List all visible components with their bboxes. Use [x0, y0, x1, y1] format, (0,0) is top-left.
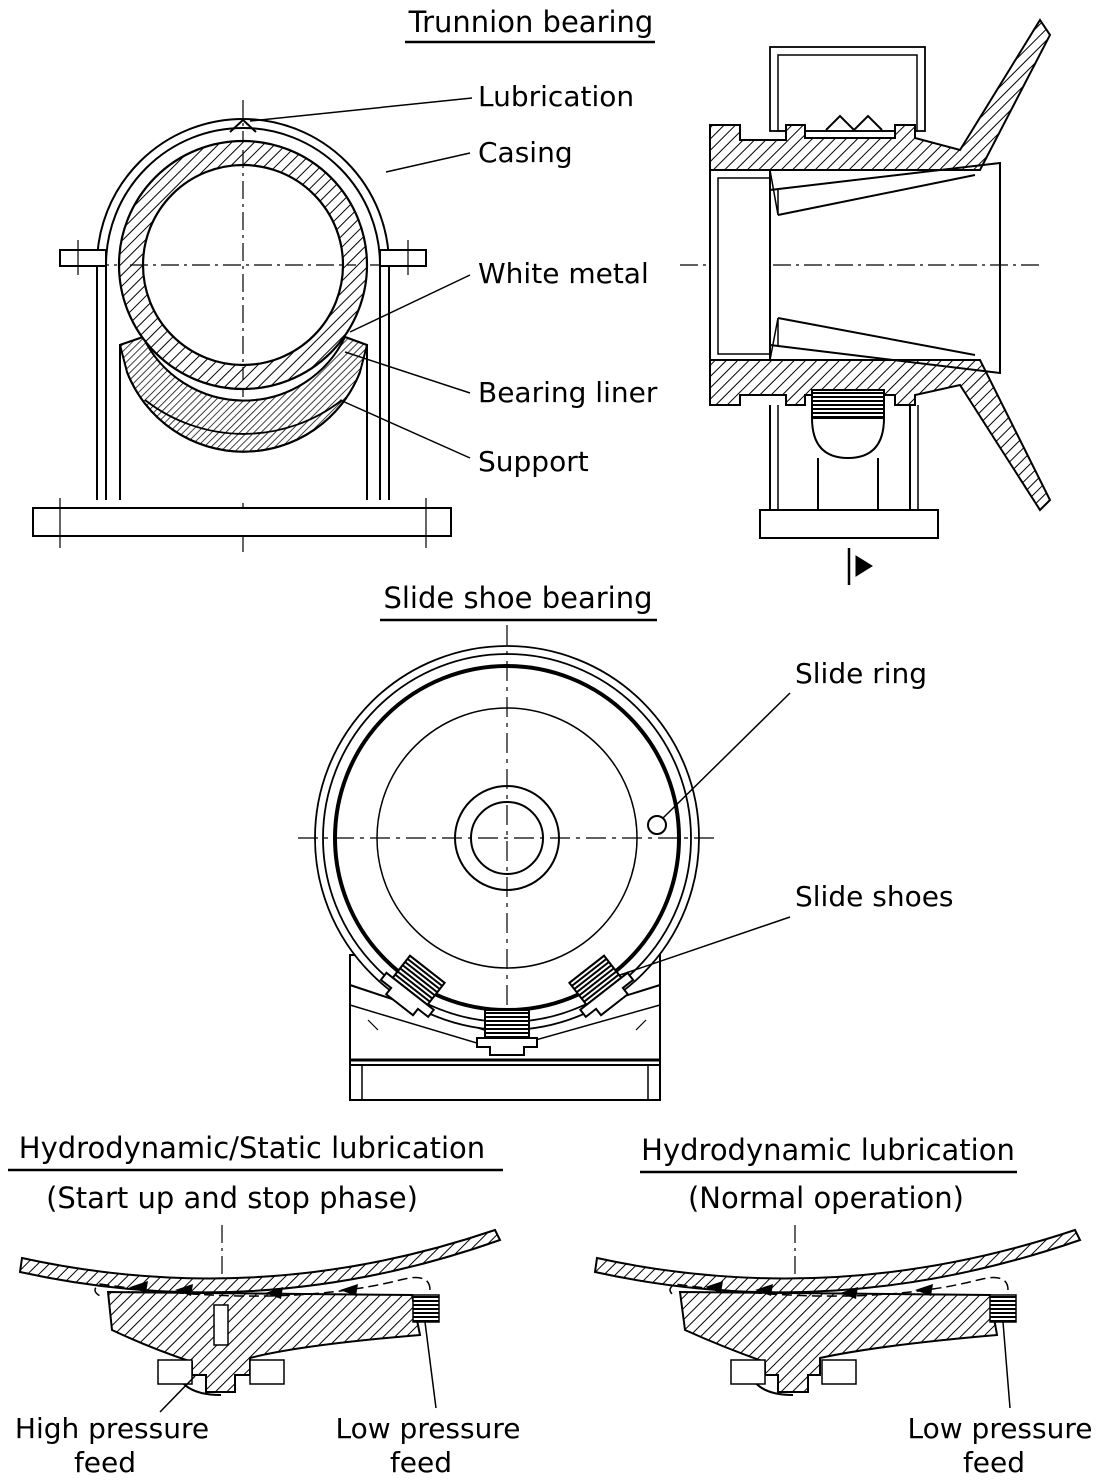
label-white-metal: White metal [478, 257, 649, 290]
slide-shoe-section: Slide shoe bearing [298, 581, 954, 1101]
trunnion-title: Trunnion bearing [408, 5, 654, 39]
label-support: Support [478, 445, 589, 478]
label-lubrication: Lubrication [478, 80, 634, 113]
label-casing: Casing [478, 136, 573, 169]
label-low-pressure-2-line2: feed [963, 1446, 1025, 1479]
hydro-dynamic-title: Hydrodynamic lubrication [641, 1133, 1015, 1167]
label-high-pressure-line1: High pressure [15, 1412, 209, 1445]
hydro-static-title: Hydrodynamic/Static lubrication [19, 1131, 485, 1165]
slide-shoe-leaders [619, 692, 791, 976]
label-low-pressure-2-line1: Low pressure [908, 1412, 1093, 1445]
hydro-static-shoe [18, 1225, 502, 1413]
hydro-dynamic-section: Hydrodynamic lubrication (Normal operati… [593, 1133, 1093, 1479]
hydro-dynamic-shoe [593, 1225, 1082, 1409]
hydro-static-section: Hydrodynamic/Static lubrication (Start u… [8, 1131, 520, 1479]
trunnion-section: Trunnion bearing [32, 5, 1052, 585]
hydro-dynamic-subtitle: (Normal operation) [688, 1181, 964, 1215]
label-bearing-liner: Bearing liner [478, 376, 658, 409]
trunnion-leaders [249, 97, 473, 459]
trunnion-front-view [32, 100, 452, 555]
label-slide-shoes: Slide shoes [795, 880, 954, 913]
hydro-static-subtitle: (Start up and stop phase) [46, 1181, 418, 1215]
trunnion-side-view [680, 18, 1052, 585]
label-high-pressure-line2: feed [74, 1446, 136, 1479]
label-low-pressure-1-line2: feed [390, 1446, 452, 1479]
slide-shoe-title: Slide shoe bearing [383, 581, 652, 615]
label-slide-ring: Slide ring [795, 657, 927, 690]
slide-shoe-view [298, 625, 716, 1101]
label-low-pressure-1-line1: Low pressure [336, 1412, 521, 1445]
